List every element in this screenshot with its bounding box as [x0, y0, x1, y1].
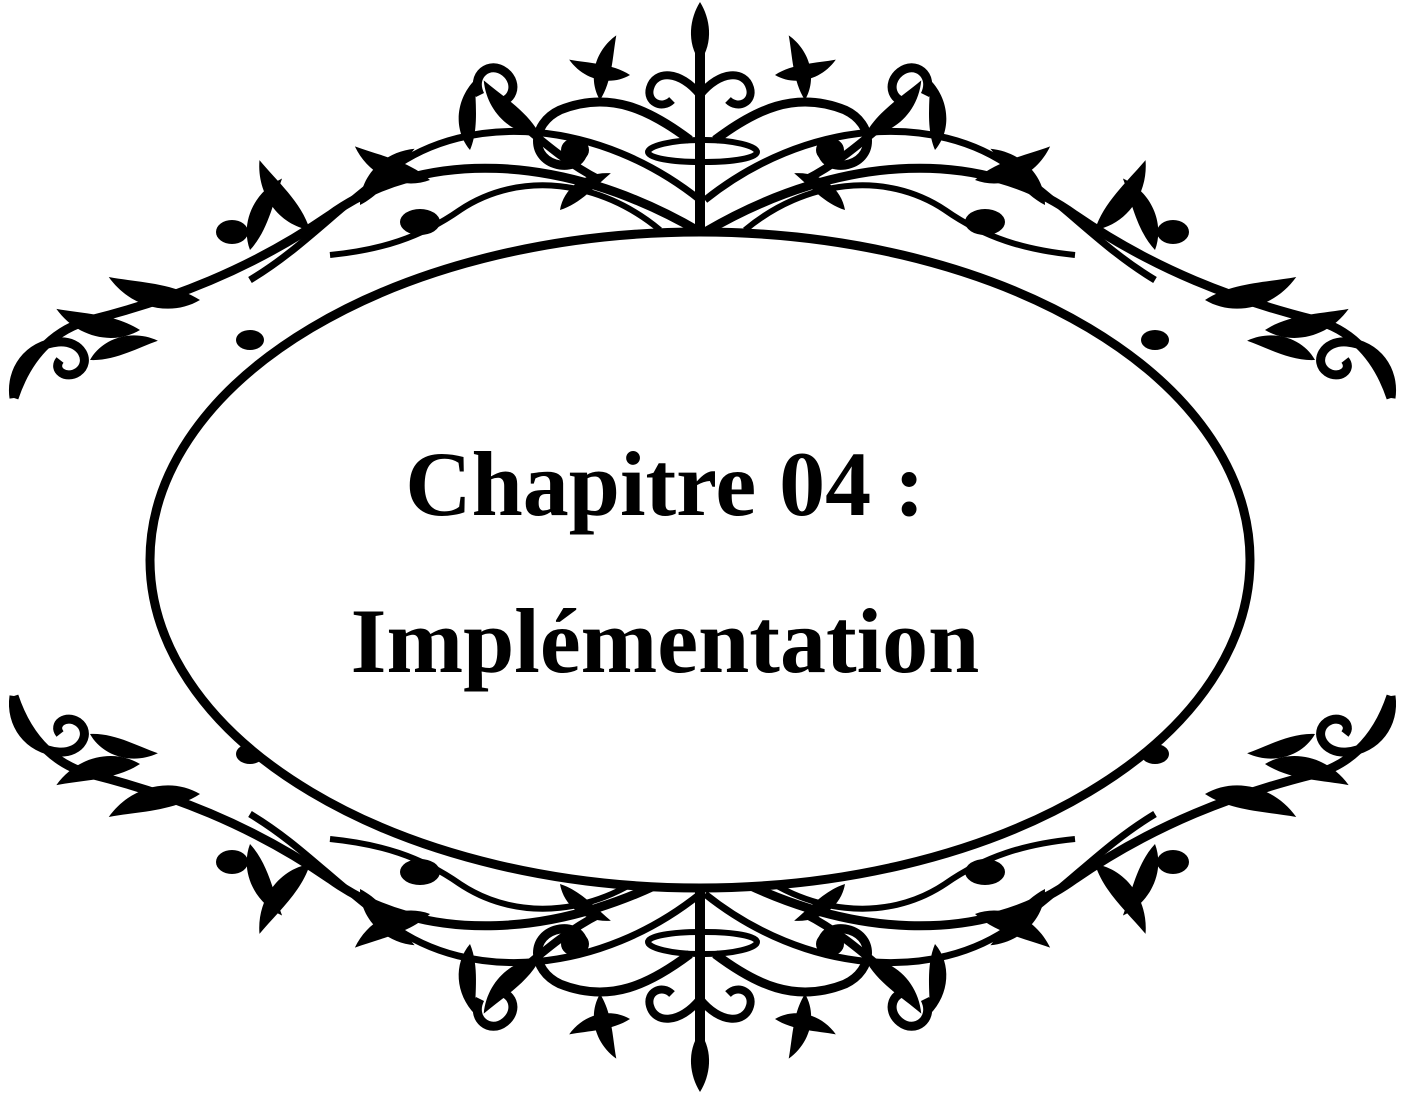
fleur-de-lis-icon: [645, 2, 755, 1092]
oval-frame: [145, 227, 1255, 893]
